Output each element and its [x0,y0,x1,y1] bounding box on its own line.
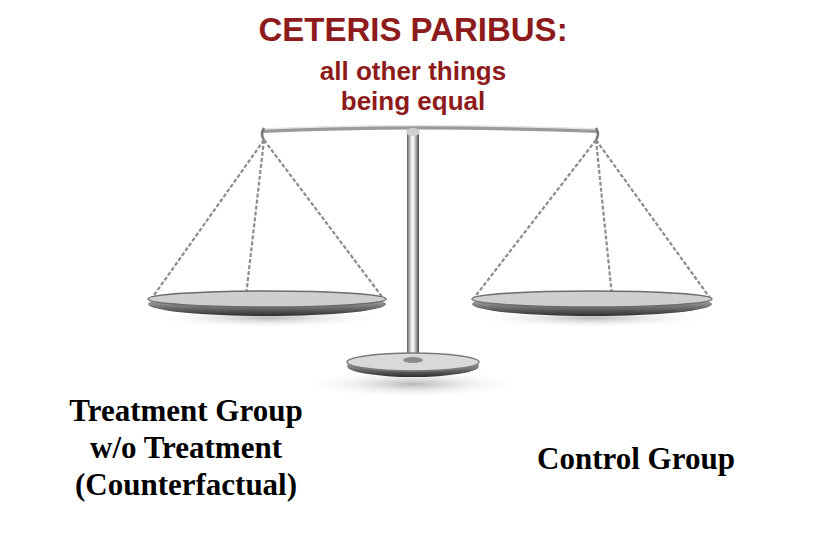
left-pan-caption: Treatment Group w/o Treatment (Counterfa… [51,392,321,503]
right-pan-caption: Control Group [486,440,786,477]
subtitle-text: all other things being equal [293,56,533,116]
title-heading: CETERIS PARIBUS: [203,12,623,48]
